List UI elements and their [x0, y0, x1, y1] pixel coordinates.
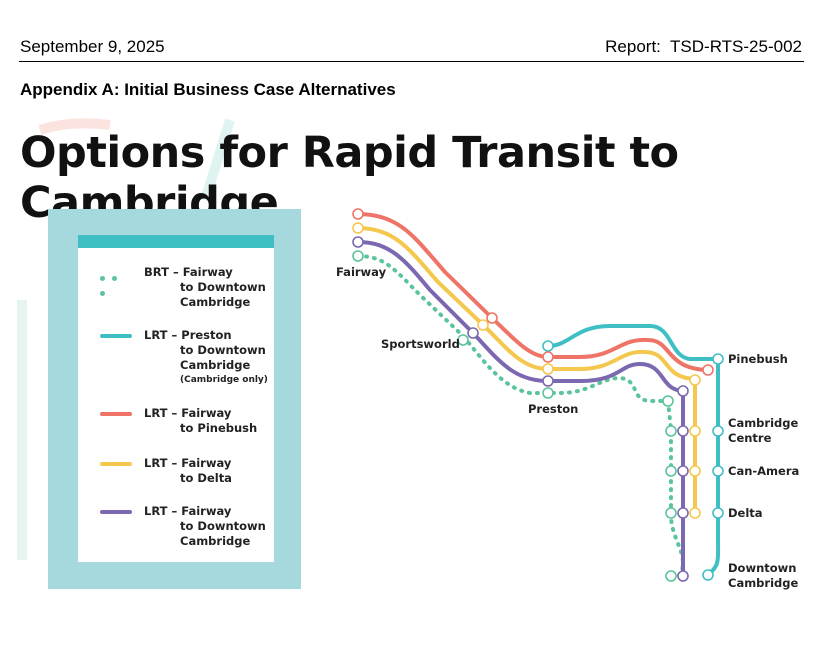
legend-header-bar [78, 235, 274, 248]
brt-route-line [356, 254, 685, 578]
station-marker-cc-yellow [689, 425, 701, 437]
legend-label-line3: Cambridge [180, 295, 251, 309]
legend-label: LRT – Fairway [144, 406, 232, 420]
station-label-delta: Delta [728, 506, 763, 520]
station-marker-ca-yellow [689, 465, 701, 477]
legend-label-line3: Cambridge [180, 534, 251, 548]
station-label-fairway: Fairway [336, 265, 387, 279]
station-marker-delta-purple [677, 507, 689, 519]
purple-line-icon [100, 510, 132, 514]
station-marker-delta-brt [665, 507, 677, 519]
station-marker-fairway-red [352, 208, 364, 220]
station-marker-preston-brt [542, 387, 554, 399]
station-marker-fairway-brt [352, 250, 364, 262]
station-label-preston: Preston [528, 402, 578, 416]
station-marker-cc-purple [677, 425, 689, 437]
station-marker-fairway-purple [352, 236, 364, 248]
station-marker-preston-yellow [542, 363, 554, 375]
legend-label-line3: Cambridge [180, 358, 251, 372]
station-marker-pinebush-purple [677, 385, 689, 397]
station-marker-preston-red [542, 351, 554, 363]
legend-label: LRT – Fairway [144, 504, 232, 518]
station-label-downtown-line1: Downtown [728, 561, 796, 575]
station-marker-ca-brt [665, 465, 677, 477]
station-marker-downtown-brt [665, 570, 677, 582]
station-label-cambridge-centre-line1: Cambridge [728, 416, 798, 430]
station-marker-delta-yellow [689, 507, 701, 519]
legend-label: LRT – Preston [144, 328, 232, 342]
station-marker-fairway-yellow [352, 222, 364, 234]
station-marker-pinebush-teal [712, 353, 724, 365]
teal-line-icon [100, 334, 132, 338]
station-marker-pinebush-brt [662, 395, 674, 407]
legend-label-line2: to Downtown [180, 519, 266, 533]
station-marker-sportsworld-purple [467, 327, 479, 339]
station-marker-cc-teal [712, 425, 724, 437]
legend-label-line2: to Pinebush [180, 421, 258, 435]
station-label-downtown-line2: Cambridge [728, 576, 798, 590]
lrt-fairway-downtown-line [356, 240, 685, 577]
station-marker-delta-teal [712, 507, 724, 519]
station-label-sportsworld: Sportsworld [381, 337, 460, 351]
station-marker-ca-teal [712, 465, 724, 477]
station-marker-sportsworld-brt [457, 334, 469, 346]
station-label-can-amera: Can-Amera [728, 464, 799, 478]
appendix-title: Appendix A: Initial Business Case Altern… [20, 80, 396, 99]
station-marker-cc-brt [665, 425, 677, 437]
legend-label-line2: to Downtown [180, 343, 266, 357]
lrt-fairway-delta-line [356, 226, 697, 515]
station-marker-pinebush-red [702, 364, 714, 376]
station-marker-pinebush-yellow [689, 374, 701, 386]
station-marker-downtown-purple [677, 570, 689, 582]
report-number: Report: TSD-RTS-25-002 [605, 37, 802, 56]
station-marker-sportsworld-yellow [477, 319, 489, 331]
legend-label-line2: to Downtown [180, 280, 266, 294]
yellow-line-icon [100, 462, 132, 466]
station-label-cambridge-centre-line2: Centre [728, 431, 772, 445]
red-line-icon [100, 412, 132, 416]
legend-note: (Cambridge only) [180, 375, 268, 385]
legend-label: BRT – Fairway [144, 265, 233, 279]
station-marker-ca-purple [677, 465, 689, 477]
legend-label: LRT – Fairway [144, 456, 232, 470]
legend-panel [78, 235, 274, 562]
station-label-pinebush: Pinebush [728, 352, 788, 366]
station-marker-preston-purple [542, 375, 554, 387]
brt-dotted-line-icon [100, 270, 132, 296]
station-marker-preston-teal [542, 340, 554, 352]
report-date: September 9, 2025 [20, 37, 165, 56]
station-marker-downtown-teal [702, 569, 714, 581]
legend-label-line2: to Delta [180, 471, 232, 485]
station-marker-sportsworld-red [486, 312, 498, 324]
header-divider [19, 61, 804, 62]
lrt-preston-downtown-line [546, 324, 721, 577]
